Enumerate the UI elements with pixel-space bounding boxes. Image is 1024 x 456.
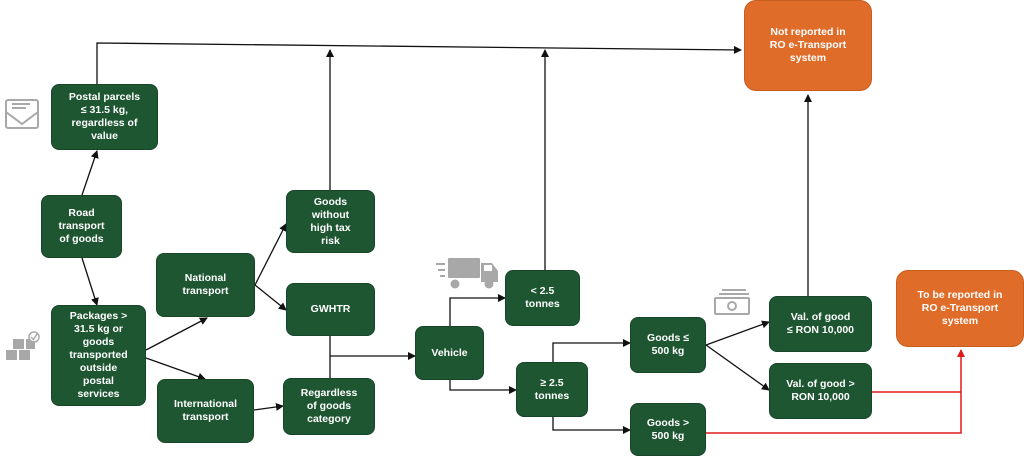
arrow-goods-le-to-val-gt bbox=[705, 344, 770, 391]
ge-2-5-tonnes-box: ≥ 2.5 tonnes bbox=[516, 362, 588, 417]
gwhtr-box: GWHTR bbox=[286, 283, 375, 336]
money-icon bbox=[714, 289, 750, 315]
envelope-icon bbox=[5, 99, 39, 129]
arrow-postal-to-not-reported bbox=[96, 42, 742, 84]
goods-without-risk-box: Goods without high tax risk bbox=[286, 190, 375, 253]
national-transport-box: National transport bbox=[156, 253, 255, 317]
arrow-road-to-postal bbox=[81, 150, 99, 196]
international-transport-box: International transport bbox=[157, 379, 254, 443]
arrow-national-to-goods-without-risk bbox=[254, 223, 287, 286]
truck-icon bbox=[436, 258, 498, 289]
packages-box: Packages > 31.5 kg or goods transported … bbox=[51, 305, 146, 406]
goods-le-500-box: Goods ≤ 500 kg bbox=[630, 317, 706, 373]
arrow-national-to-gwhtr bbox=[254, 284, 287, 311]
packages-icon bbox=[6, 331, 40, 360]
to-be-reported-box: To be reported in RO e-Transport system bbox=[896, 270, 1024, 347]
arrow-packages-to-national bbox=[145, 317, 208, 351]
postal-parcels-box: Postal parcels ≤ 31.5 kg, regardless of … bbox=[51, 84, 158, 150]
arrow-vehicle-to-ge bbox=[449, 380, 517, 394]
arrow-vehicle-to-lt bbox=[449, 294, 506, 326]
road-transport-box: Road transport of goods bbox=[41, 195, 122, 258]
val-gt-10000-box: Val. of good > RON 10,000 bbox=[769, 363, 872, 419]
arrow-ge-to-goods-gt bbox=[552, 417, 631, 434]
arrow-international-to-regardless bbox=[253, 402, 284, 411]
goods-gt-500-box: Goods > 500 kg bbox=[630, 403, 706, 456]
red-arrow-goods-gt-to-reported bbox=[706, 349, 965, 434]
arrow-packages-to-international bbox=[145, 357, 206, 381]
vehicle-box: Vehicle bbox=[415, 326, 484, 380]
not-reported-box: Not reported in RO e-Transport system bbox=[744, 0, 872, 91]
arrow-ge-to-goods-le bbox=[552, 339, 631, 362]
arrow-goods-le-to-val-le bbox=[705, 320, 770, 346]
lt-2-5-tonnes-box: < 2.5 tonnes bbox=[505, 270, 580, 326]
val-le-10000-box: Val. of good ≤ RON 10,000 bbox=[769, 296, 872, 352]
regardless-category-box: Regardless of goods category bbox=[283, 378, 375, 435]
arrow-road-to-packages bbox=[81, 257, 99, 306]
